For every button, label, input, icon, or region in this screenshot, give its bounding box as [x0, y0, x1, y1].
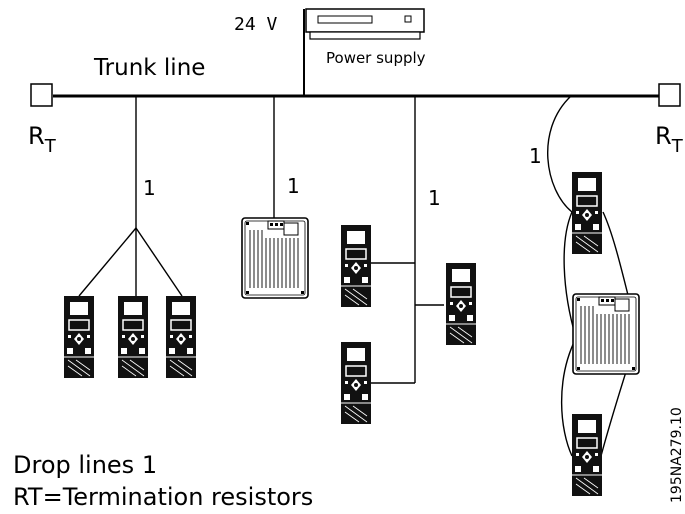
- drive-unit-ribbed-1: [241, 217, 309, 299]
- drop-line-4: [547, 95, 639, 457]
- supply-voltage-label: 24 V: [234, 14, 278, 35]
- drop-line-1: [78, 96, 183, 297]
- power-supply: [305, 8, 425, 40]
- right-termination-resistor: [658, 83, 681, 107]
- drop-line-1-label: 1: [143, 176, 156, 200]
- drive-unit-8: [571, 413, 603, 497]
- drive-unit-7: [571, 171, 603, 255]
- drive-unit-4: [340, 224, 372, 308]
- drop-line-4-label: 1: [529, 144, 542, 168]
- legend-termination-resistors: RT=Termination resistors: [13, 483, 313, 511]
- drop-line-2-label: 1: [287, 174, 300, 198]
- drop-line-3: [371, 96, 444, 384]
- drop-line-3-label: 1: [428, 186, 441, 210]
- drive-unit-5: [445, 262, 477, 346]
- legend-drop-lines: Drop lines 1: [13, 451, 157, 479]
- left-terminator-label: RT: [28, 122, 57, 157]
- right-terminator-label: RT: [655, 122, 684, 157]
- trunk-line-label: Trunk line: [93, 55, 205, 81]
- drive-unit-ribbed-2: [572, 293, 640, 375]
- drive-unit-2: [117, 295, 149, 379]
- left-termination-resistor: [30, 83, 53, 107]
- power-supply-label: Power supply: [326, 49, 426, 67]
- drive-unit-1: [63, 295, 95, 379]
- drive-unit-3: [165, 295, 197, 379]
- figure-code: 195NA279.10: [669, 407, 685, 503]
- drive-unit-6: [340, 341, 372, 425]
